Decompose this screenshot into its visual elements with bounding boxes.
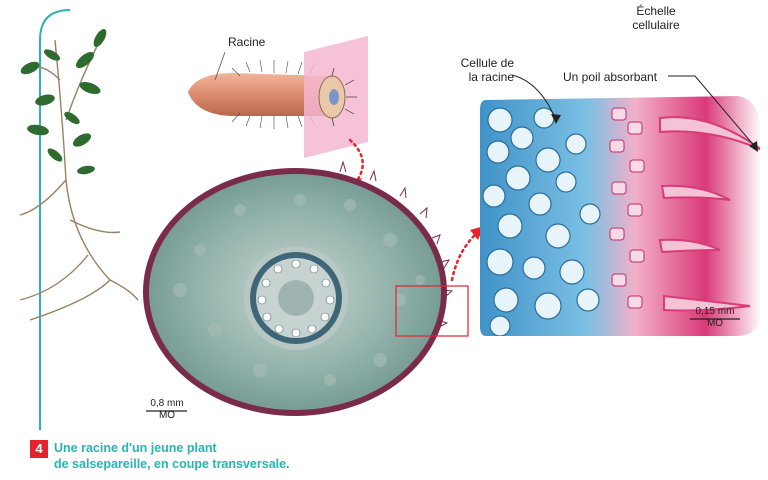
scale-title-line1: Échelle: [636, 4, 676, 18]
leader-lines: [511, 74, 758, 152]
root-cell-label-line2: la racine: [468, 70, 514, 84]
figure-caption-line2: de salsepareille, en coupe transversale.: [54, 457, 290, 471]
root-3d-drawing: [188, 36, 368, 158]
zoom-scale-unit: MO: [706, 318, 724, 329]
zoom-scale-label: 0,15 mm MO: [686, 306, 744, 330]
root-hairs: [658, 116, 760, 312]
section-scale-unit: MO: [158, 410, 176, 421]
vascular-vessels: [257, 259, 335, 338]
pink-tissue-cells: [609, 107, 645, 309]
section-scale-label: 0,8 mm MO: [140, 398, 194, 422]
figure-caption-line1: Une racine d'un jeune plant: [54, 441, 217, 455]
scale-bars: [146, 318, 740, 412]
root-cell-label: Cellule de la racine: [452, 56, 514, 84]
cortex-cells: [173, 194, 425, 386]
zoom-frame: [395, 285, 469, 337]
zoom-scale-value: 0,15 mm: [695, 306, 735, 317]
section-scale-value: 0,8 mm: [150, 398, 184, 409]
arrow-to-zoom: [450, 226, 484, 282]
scale-title: Échelle cellulaire: [616, 4, 696, 32]
figure-caption: Une racine d'un jeune plant de salsepare…: [54, 440, 354, 472]
root-label: Racine: [228, 35, 266, 49]
plant-illustration: [19, 29, 139, 321]
root-cross-section: [143, 160, 469, 416]
margin-line: [39, 9, 71, 430]
root-cells: [482, 107, 601, 336]
figure-number-badge: 4: [30, 440, 48, 458]
root-hair-label: Un poil absorbant: [563, 70, 658, 84]
zoom-panel: [480, 96, 760, 336]
scale-title-line2: cellulaire: [632, 18, 680, 32]
root-cell-label-line1: Cellule de: [460, 56, 514, 70]
